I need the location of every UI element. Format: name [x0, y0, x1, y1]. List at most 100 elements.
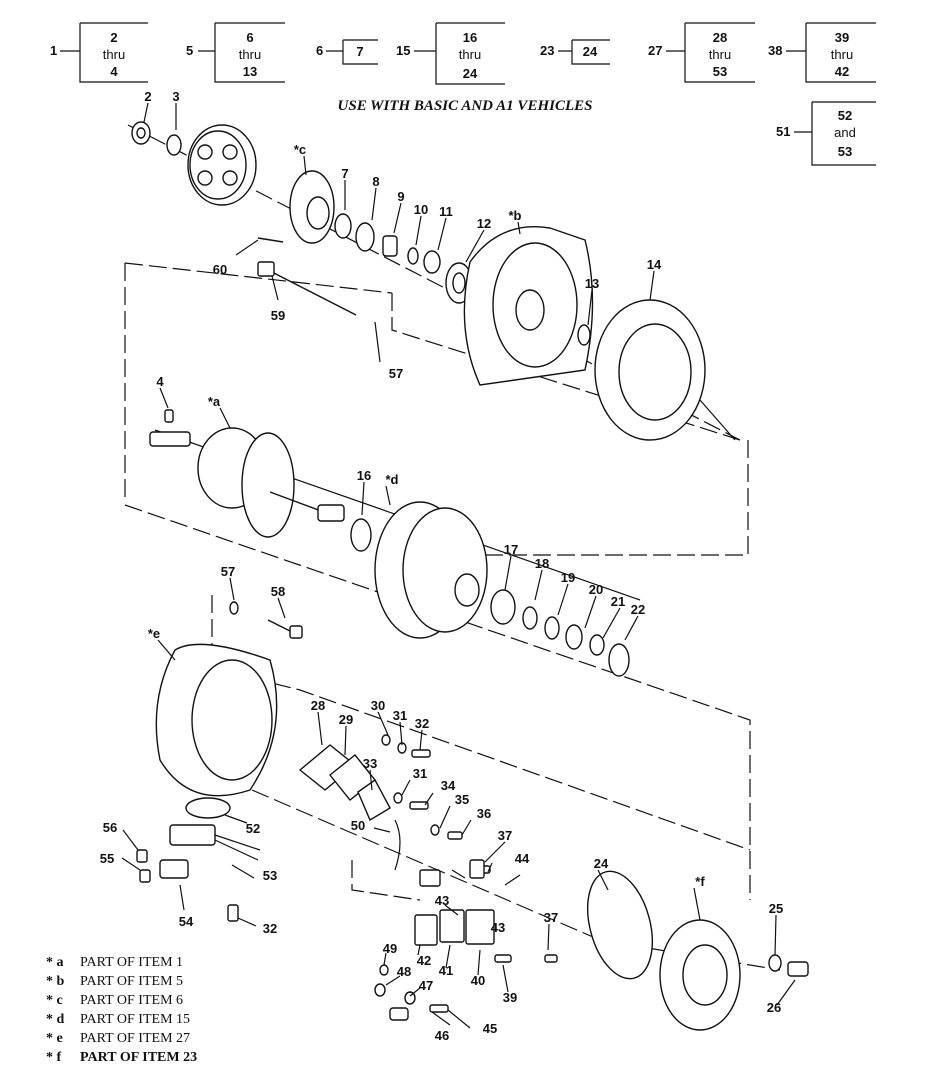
callout: 56	[103, 820, 117, 835]
callout: 21	[611, 594, 625, 609]
group-line: 16	[463, 30, 477, 45]
group-line: 52	[838, 108, 852, 123]
group-line: 28	[713, 30, 727, 45]
group-index: 1 2 thru 4 5 6 thru 13 6 7 15 16 thru 24…	[50, 22, 876, 166]
legend-text: PART OF ITEM 5	[80, 974, 183, 989]
callouts: 2 3 *c 7 8 9 10 11 12 *b 60 59 57 13 14 …	[100, 89, 796, 1043]
callout: 20	[589, 582, 603, 597]
group-id: 1	[50, 43, 57, 58]
legend-text: PART OF ITEM 1	[80, 955, 183, 970]
callout: 48	[397, 964, 411, 979]
group-line: thru	[709, 47, 731, 62]
legend-mark: * c	[46, 993, 63, 1008]
callout: 45	[483, 1021, 497, 1036]
callout: 2	[144, 89, 151, 104]
legend: * a PART OF ITEM 1 * b PART OF ITEM 5 * …	[46, 955, 197, 1065]
group-line: 42	[835, 64, 849, 79]
callout: 33	[363, 756, 377, 771]
callout: 60	[213, 262, 227, 277]
group-id: 23	[540, 43, 554, 58]
callout: 24	[594, 856, 609, 871]
group-line: 13	[243, 64, 257, 79]
group-line: 24	[463, 66, 478, 81]
callout: 49	[383, 941, 397, 956]
legend-mark: * e	[46, 1031, 63, 1046]
group-line: and	[834, 125, 856, 140]
callout: 46	[435, 1028, 449, 1043]
group-id: 51	[776, 124, 790, 139]
callout: 50	[351, 818, 365, 833]
callout: 39	[503, 990, 517, 1005]
group-id: 6	[316, 43, 323, 58]
callout: 43	[491, 920, 505, 935]
callout: 32	[415, 716, 429, 731]
callout: 58	[271, 584, 285, 599]
callout: 11	[439, 204, 453, 219]
callout: 55	[100, 851, 114, 866]
legend-mark: * b	[46, 974, 65, 989]
callout: 3	[172, 89, 179, 104]
group-line: thru	[831, 47, 853, 62]
group-line: 39	[835, 30, 849, 45]
callout: 13	[585, 276, 599, 291]
callout: 19	[561, 570, 575, 585]
legend-mark: * f	[46, 1050, 62, 1065]
callout: 41	[439, 963, 453, 978]
group-line: thru	[239, 47, 261, 62]
callout: 31	[413, 766, 427, 781]
callout: 7	[341, 166, 348, 181]
legend-mark: * d	[46, 1012, 65, 1027]
group-line: 7	[356, 44, 363, 59]
callout: 34	[441, 778, 456, 793]
legend-text: PART OF ITEM 6	[80, 993, 183, 1008]
parts	[131, 121, 809, 1031]
group-line: thru	[103, 47, 125, 62]
callout: *c	[294, 142, 306, 157]
legend-text: PART OF ITEM 15	[80, 1012, 190, 1027]
legend-text: PART OF ITEM 23	[80, 1050, 197, 1065]
callout: 28	[311, 698, 325, 713]
callout: 43	[435, 893, 449, 908]
callout: 12	[477, 216, 491, 231]
callout: 18	[535, 556, 549, 571]
callout: 9	[397, 189, 404, 204]
legend-text: PART OF ITEM 27	[80, 1031, 190, 1046]
group-line: 2	[110, 30, 117, 45]
callout: 31	[393, 708, 407, 723]
callout: 30	[371, 698, 385, 713]
group-line: 24	[583, 44, 598, 59]
callout: 37	[544, 910, 558, 925]
callout: 59	[271, 308, 285, 323]
callout: 4	[156, 374, 164, 389]
group-id: 5	[186, 43, 193, 58]
callout: 25	[769, 901, 783, 916]
group-line: thru	[459, 47, 481, 62]
group-id: 38	[768, 43, 782, 58]
group-line: 4	[110, 64, 118, 79]
diagram-title: USE WITH BASIC AND A1 VEHICLES	[338, 98, 593, 114]
callout: 14	[647, 257, 662, 272]
group-line: 6	[246, 30, 253, 45]
callout: *e	[148, 626, 160, 641]
callout: 53	[263, 868, 277, 883]
callout: 35	[455, 792, 469, 807]
callout: 47	[419, 978, 433, 993]
callout: 22	[631, 602, 645, 617]
callout: 57	[389, 366, 403, 381]
callout: *b	[509, 208, 522, 223]
callout: 40	[471, 973, 485, 988]
callout: 37	[498, 828, 512, 843]
callout: 32	[263, 921, 277, 936]
group-id: 27	[648, 43, 662, 58]
callout: 8	[372, 174, 379, 189]
callout: 36	[477, 806, 491, 821]
group-line: 53	[838, 144, 852, 159]
callout: *a	[208, 394, 221, 409]
callout: 10	[414, 202, 428, 217]
callout: 44	[515, 851, 530, 866]
callout: 29	[339, 712, 353, 727]
callout: 54	[179, 914, 194, 929]
callout: 16	[357, 468, 371, 483]
callout: *d	[386, 472, 399, 487]
